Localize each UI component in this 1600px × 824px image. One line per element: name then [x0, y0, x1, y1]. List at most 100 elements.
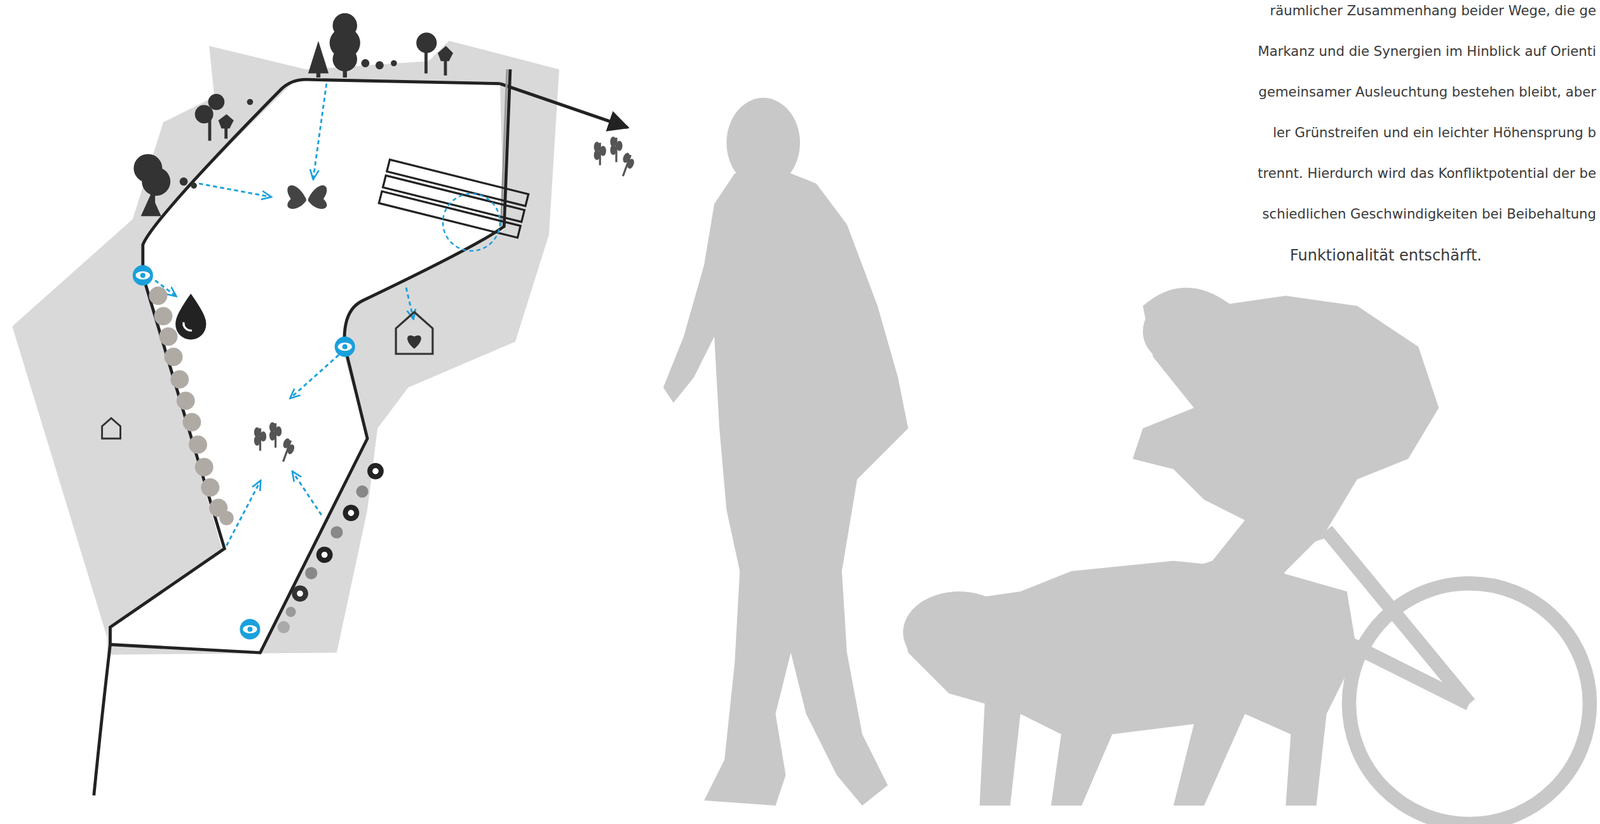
drawing-circle: [247, 626, 253, 632]
drawing-path: [395, 311, 433, 354]
drawing-circle: [247, 99, 254, 106]
drawing-ellipse: [276, 427, 281, 436]
drawing-ellipse: [611, 146, 616, 155]
drawing-circle: [190, 182, 197, 189]
drawing-ellipse: [594, 142, 599, 152]
paragraph-line: trennt. Hierdurch wird das Konfliktpoten…: [1257, 165, 1597, 182]
drawing-ellipse: [254, 428, 259, 437]
drawing-path: [313, 83, 327, 179]
drawing-circle: [176, 391, 196, 410]
drawing-circle: [343, 505, 360, 522]
drawing-rect: [208, 112, 212, 142]
drawing-ellipse: [601, 146, 605, 156]
drawing-circle: [442, 193, 501, 251]
drawing-circle: [316, 546, 333, 563]
paragraph-line: ler Grünstreifen und ein leichter Höhens…: [1272, 124, 1597, 141]
drawing-circle: [132, 264, 154, 286]
drawing-rect: [343, 61, 347, 78]
drawing-ellipse: [338, 342, 353, 351]
drawing-path: [500, 69, 508, 227]
drawing-ellipse: [261, 432, 265, 441]
drawing-path: [94, 275, 225, 796]
drawing-path: [292, 472, 322, 515]
drawing-path: [12, 40, 560, 655]
drawing-circle: [141, 167, 171, 196]
drawing-path: [437, 45, 454, 62]
drawing-g: [287, 185, 327, 210]
drawing-circle: [291, 585, 309, 602]
drawing-circle: [200, 478, 220, 497]
drawing-g: [148, 286, 234, 526]
drawing-g: [270, 423, 281, 448]
drawing-circle: [367, 463, 384, 480]
drawing-circle: [208, 94, 225, 111]
drawing-g: [618, 153, 636, 178]
drawing-circle: [375, 61, 384, 70]
drawing-path: [109, 69, 511, 653]
paragraph-line: räumlicher Zusammenhang beider Wege, die…: [1270, 2, 1597, 19]
drawing-path: [218, 114, 234, 129]
drawing-g: [254, 137, 636, 464]
drawing-circle: [239, 618, 260, 640]
drawing-circle: [372, 468, 379, 475]
drawing-circle: [1143, 301, 1205, 363]
drawing-path: [287, 185, 306, 210]
drawing-ellipse: [270, 423, 275, 432]
drawing-circle: [355, 485, 368, 498]
drawing-g: [902, 561, 1358, 806]
drawing-circle: [342, 344, 348, 350]
drawing-g: [277, 463, 384, 634]
drawing-circle: [188, 435, 208, 454]
drawing-path: [102, 418, 121, 439]
drawing-path: [308, 185, 327, 210]
drawing-rect: [444, 59, 448, 76]
drawing-circle: [179, 177, 189, 186]
drawing-circle: [164, 347, 184, 367]
drawing-circle: [360, 59, 370, 68]
drawing-circle: [153, 306, 173, 326]
drawing-path: [142, 79, 501, 276]
drawing-path: [500, 83, 628, 128]
paragraph-line: schiedlichen Geschwindigkeiten bei Beibe…: [1262, 205, 1597, 222]
drawing-circle: [305, 566, 318, 579]
paragraph-line: Funktionalität entschärft.: [1289, 246, 1482, 265]
drawing-circle: [182, 413, 201, 432]
drawing-circle: [170, 370, 189, 389]
drawing-circle: [321, 551, 328, 558]
drawing-ellipse: [135, 271, 150, 280]
drawing-g: [135, 271, 353, 634]
drawing-circle: [195, 458, 214, 477]
drawing-rect: [383, 175, 525, 222]
drawing-g: [663, 97, 909, 806]
drawing-rect: [424, 48, 428, 74]
drawing-circle: [140, 272, 146, 278]
drawing-path: [407, 335, 422, 349]
drawing-circle: [330, 526, 343, 539]
drawing-path: [198, 183, 271, 197]
drawing-ellipse: [627, 159, 634, 169]
drawing-circle: [390, 60, 398, 67]
drawing-circle: [334, 336, 356, 358]
drawing-ellipse: [594, 151, 599, 160]
drawing-path: [183, 322, 192, 331]
drawing-g: [133, 13, 454, 217]
drawing-g: [278, 439, 296, 464]
drawing-ellipse: [611, 137, 616, 147]
drawing-path: [663, 173, 909, 806]
drawing-rect: [386, 159, 529, 206]
drawing-circle: [277, 621, 290, 634]
drawing-ellipse: [242, 625, 257, 634]
drawing-g: [140, 272, 348, 632]
drawing-g: [254, 428, 265, 451]
drawing-path: [141, 193, 162, 217]
drawing-ellipse: [254, 436, 259, 445]
drawing-g: [132, 264, 356, 640]
drawing-g: [594, 142, 605, 166]
drawing-circle: [159, 327, 178, 346]
drawing-g: [378, 159, 529, 238]
drawing-circle: [219, 510, 234, 525]
drawing-g: [611, 137, 622, 163]
drawing-ellipse: [902, 591, 1016, 673]
drawing-path: [175, 293, 206, 340]
